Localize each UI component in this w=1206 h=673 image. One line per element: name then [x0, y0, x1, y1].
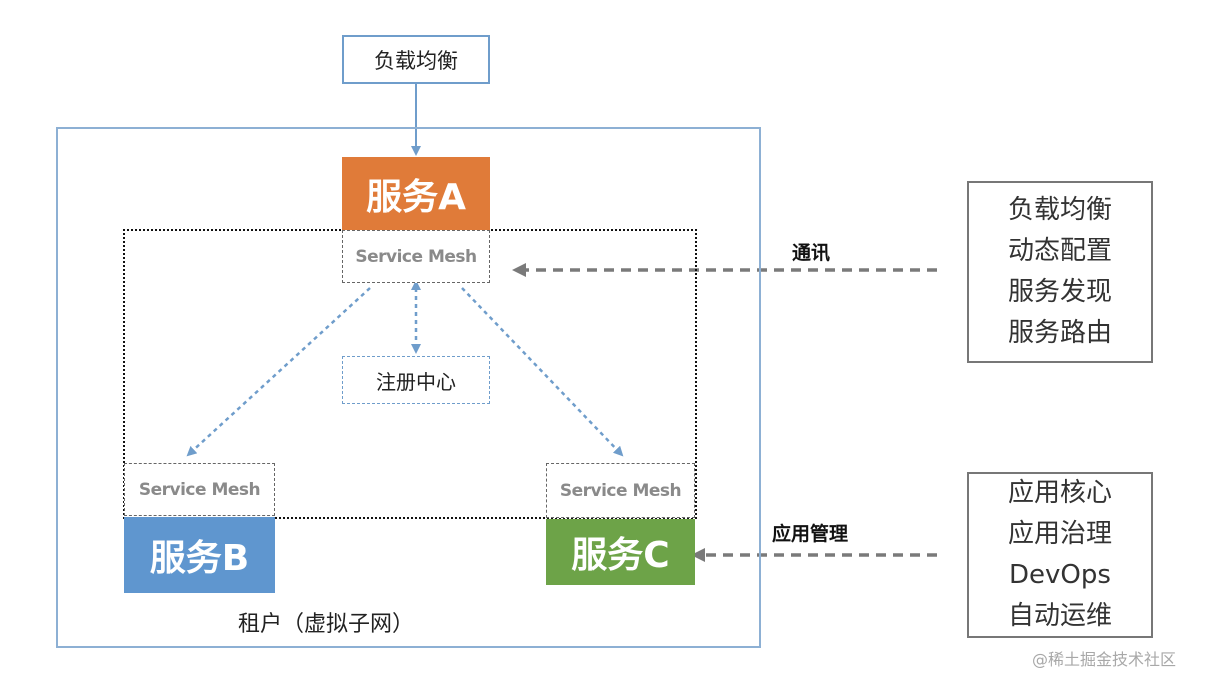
load-balancer-box: 负载均衡	[342, 35, 490, 84]
service-c: 服务C	[546, 519, 695, 585]
app-management-features-box: 应用核心 应用治理 DevOps 自动运维	[967, 472, 1153, 638]
communication-label: 通讯	[792, 242, 831, 264]
tenant-boundary	[56, 127, 761, 648]
app-management-label: 应用管理	[772, 523, 849, 545]
registry-center: 注册中心	[342, 356, 490, 404]
arrow-mesh-a-to-mesh-b	[186, 287, 371, 457]
communication-item: 服务路由	[1007, 318, 1112, 348]
app-management-item: 自动运维	[1007, 601, 1112, 631]
service-mesh-c: Service Mesh	[546, 463, 695, 518]
watermark: @稀土掘金技术社区	[1032, 650, 1177, 669]
service-b: 服务B	[124, 517, 275, 593]
registry-label: 注册中心	[376, 369, 456, 394]
service-mesh-c-label: Service Mesh	[559, 480, 682, 501]
communication-features-box: 负载均衡 动态配置 服务发现 服务路由	[967, 181, 1153, 363]
communication-item: 负载均衡	[1007, 195, 1112, 225]
service-mesh-a-label: Service Mesh	[355, 246, 477, 267]
service-a: 服务A	[342, 157, 490, 230]
service-mesh-b: Service Mesh	[124, 463, 275, 516]
app-management-item: 应用治理	[1007, 519, 1112, 549]
app-management-item: DevOps	[1009, 560, 1111, 590]
load-balancer-label: 负载均衡	[374, 48, 458, 73]
communication-item: 服务发现	[1007, 277, 1112, 307]
service-mesh-b-label: Service Mesh	[138, 479, 261, 500]
service-mesh-a: Service Mesh	[342, 230, 490, 283]
arrow-mesh-a-to-mesh-c	[461, 287, 624, 457]
app-management-item: 应用核心	[1007, 478, 1112, 508]
service-c-label: 服务C	[571, 535, 670, 576]
service-b-label: 服务B	[149, 538, 250, 579]
communication-item: 动态配置	[1007, 236, 1112, 266]
service-a-label: 服务A	[366, 176, 466, 218]
tenant-label: 租户（虚拟子网）	[237, 612, 414, 637]
